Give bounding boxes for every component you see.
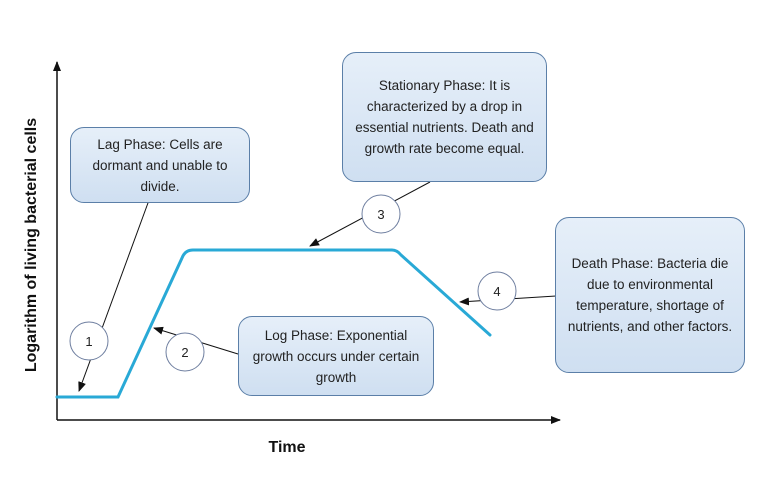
phase-marker-3: 3 bbox=[361, 194, 401, 234]
phase-marker-2: 2 bbox=[165, 332, 205, 372]
x-axis-label: Time bbox=[268, 439, 305, 456]
phase-marker-1: 1 bbox=[69, 321, 109, 361]
stationary-phase-text: Stationary Phase: It is characterized by… bbox=[355, 78, 534, 156]
phase-marker-4: 4 bbox=[477, 271, 517, 311]
stationary-phase-callout: Stationary Phase: It is characterized by… bbox=[342, 52, 547, 182]
phase-number-3: 3 bbox=[377, 207, 384, 222]
growth-curve bbox=[55, 248, 492, 399]
lag-phase-arrow bbox=[78, 191, 153, 392]
death-phase-callout: Death Phase: Bacteria die due to environ… bbox=[555, 217, 745, 373]
log-phase-text: Log Phase: Exponential growth occurs und… bbox=[252, 327, 420, 385]
lag-phase-text: Lag Phase: Cells are dormant and unable … bbox=[92, 136, 228, 194]
lag-phase-callout: Lag Phase: Cells are dormant and unable … bbox=[70, 127, 250, 203]
phase-number-2: 2 bbox=[181, 345, 188, 360]
phase-number-1: 1 bbox=[85, 334, 92, 349]
log-phase-callout: Log Phase: Exponential growth occurs und… bbox=[238, 316, 434, 396]
y-axis-label: Logarithm of living bacterial cells bbox=[23, 118, 40, 372]
phase-number-4: 4 bbox=[493, 284, 500, 299]
death-phase-text: Death Phase: Bacteria die due to environ… bbox=[567, 256, 733, 334]
